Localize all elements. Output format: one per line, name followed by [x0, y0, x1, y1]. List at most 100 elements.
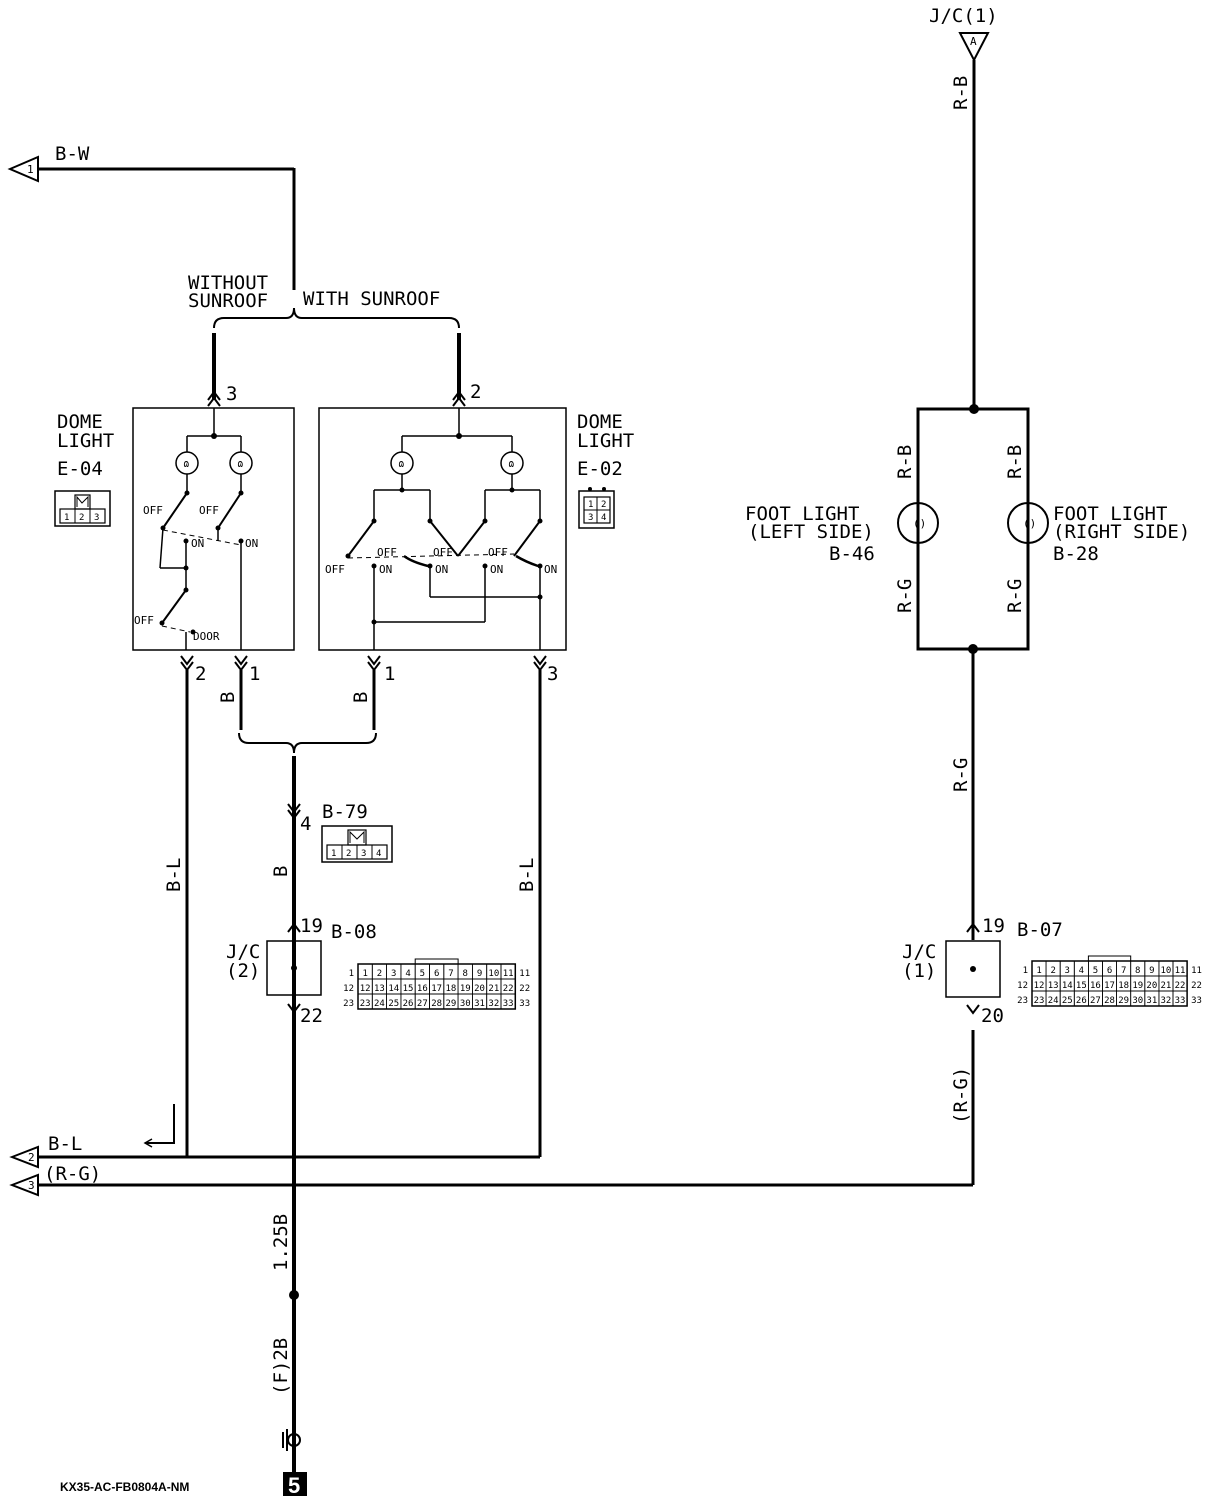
foot-light-right-bulb-icon: () — [1007, 502, 1049, 544]
svg-text:2: 2 — [1050, 966, 1055, 976]
svg-text:33: 33 — [503, 999, 514, 1009]
svg-text:28: 28 — [1104, 996, 1115, 1006]
svg-text:ON: ON — [191, 537, 204, 550]
pin-1: 1 — [249, 663, 260, 685]
with-sunroof-label: WITH SUNROOF — [303, 288, 440, 310]
ground: 1.25B (F)2B — [270, 1214, 301, 1451]
svg-text:22: 22 — [1191, 981, 1202, 991]
svg-text:18: 18 — [1118, 981, 1129, 991]
pin-2: 2 — [470, 381, 481, 403]
svg-text:8: 8 — [463, 969, 468, 979]
svg-text:ON: ON — [245, 537, 258, 550]
svg-text:3: 3 — [391, 969, 396, 979]
svg-text:OFF: OFF — [325, 563, 345, 576]
jc1-label: J/C(1) — [929, 5, 998, 27]
svg-text:22: 22 — [503, 984, 514, 994]
svg-text:9: 9 — [477, 969, 482, 979]
svg-text:27: 27 — [417, 999, 428, 1009]
svg-text:10: 10 — [488, 969, 499, 979]
svg-text:12: 12 — [1017, 981, 1028, 991]
svg-text:3: 3 — [94, 513, 99, 523]
svg-text:ON: ON — [379, 563, 392, 576]
svg-text:19: 19 — [460, 984, 471, 994]
svg-text:OFF: OFF — [143, 504, 163, 517]
svg-text:26: 26 — [403, 999, 414, 1009]
svg-text:33: 33 — [1175, 996, 1186, 1006]
svg-text:R-B: R-B — [1004, 445, 1026, 479]
svg-text:4: 4 — [1079, 966, 1084, 976]
svg-text:29: 29 — [446, 999, 457, 1009]
e02-connector-icon: 1 2 3 4 — [578, 487, 615, 529]
svg-text:1: 1 — [349, 969, 354, 979]
svg-text:22: 22 — [519, 984, 530, 994]
svg-text:32: 32 — [488, 999, 499, 1009]
svg-text:13: 13 — [1048, 981, 1059, 991]
svg-text:3: 3 — [361, 849, 366, 859]
svg-text:5: 5 — [1093, 966, 1098, 976]
e04-connector-icon: 1 2 3 — [54, 490, 111, 527]
svg-text:(F)2B: (F)2B — [270, 1338, 292, 1395]
svg-text:20: 20 — [981, 1005, 1004, 1027]
b46-id: B-46 — [829, 543, 875, 565]
pin-3: 3 — [226, 383, 237, 405]
pin-2: 2 — [195, 663, 206, 685]
svg-text:OFF: OFF — [377, 546, 397, 559]
e04-id: E-04 — [57, 458, 103, 480]
svg-text:11: 11 — [503, 969, 514, 979]
svg-text:ON: ON — [490, 563, 503, 576]
svg-text:ɷ: ɷ — [183, 457, 190, 470]
svg-text:29: 29 — [1118, 996, 1129, 1006]
svg-text:(LEFT SIDE): (LEFT SIDE) — [748, 521, 874, 543]
svg-text:2: 2 — [79, 513, 84, 523]
svg-text:16: 16 — [417, 984, 428, 994]
svg-text:A: A — [970, 35, 977, 48]
svg-text:7: 7 — [1121, 966, 1126, 976]
wire-label-b-w: B-W — [55, 143, 90, 165]
svg-text:9: 9 — [1149, 966, 1154, 976]
svg-text:B-L: B-L — [516, 858, 538, 892]
ground-icon — [282, 1429, 301, 1451]
svg-text:14: 14 — [388, 984, 399, 994]
svg-text:OFF: OFF — [488, 546, 508, 559]
svg-text:OFF: OFF — [199, 504, 219, 517]
footer: KX35-AC-FB0804A-NM 5 — [60, 1472, 307, 1498]
svg-text:33: 33 — [519, 999, 530, 1009]
svg-text:11: 11 — [1191, 966, 1202, 976]
svg-text:3: 3 — [588, 513, 593, 523]
svg-text:R-G: R-G — [950, 758, 972, 792]
b79-pin: 4 — [300, 813, 311, 835]
svg-text:12: 12 — [343, 984, 354, 994]
b79-id: B-79 — [322, 801, 368, 823]
sunroof-label: SUNROOF — [188, 290, 268, 312]
svg-text:(2): (2) — [226, 960, 260, 982]
svg-text:1: 1 — [588, 500, 593, 510]
svg-text:31: 31 — [474, 999, 485, 1009]
foot-light-left-title: FOOT LIGHT — [745, 503, 859, 525]
svg-text:(1): (1) — [902, 960, 936, 982]
svg-text:B-L: B-L — [163, 858, 185, 892]
pin-1: 1 — [384, 663, 395, 685]
svg-text:8: 8 — [1135, 966, 1140, 976]
svg-text:14: 14 — [1062, 981, 1073, 991]
svg-text:R-G: R-G — [894, 579, 916, 613]
svg-text:1: 1 — [1023, 966, 1028, 976]
svg-text:16: 16 — [1090, 981, 1101, 991]
b28-id: B-28 — [1053, 543, 1099, 565]
r-g-return-wire: 3 (R-G) (R-G) — [9, 1030, 975, 1197]
svg-text:3: 3 — [1065, 966, 1070, 976]
svg-text:22: 22 — [1175, 981, 1186, 991]
connector-1-b-w: 1 B-W — [7, 143, 296, 290]
sunroof-brace: WITHOUT SUNROOF WITH SUNROOF — [188, 272, 461, 400]
b-l-wires: B-L B-L 2 B-L — [9, 670, 542, 1169]
svg-text:5: 5 — [420, 969, 425, 979]
svg-text:R-B: R-B — [950, 76, 972, 110]
svg-text:15: 15 — [403, 984, 414, 994]
e02-id: E-02 — [577, 458, 623, 480]
b-wire-junction: B B 4 B-79 1 2 3 4 B — [217, 670, 393, 1490]
svg-text:19: 19 — [1132, 981, 1143, 991]
dome-title-1: DOME — [57, 411, 103, 433]
